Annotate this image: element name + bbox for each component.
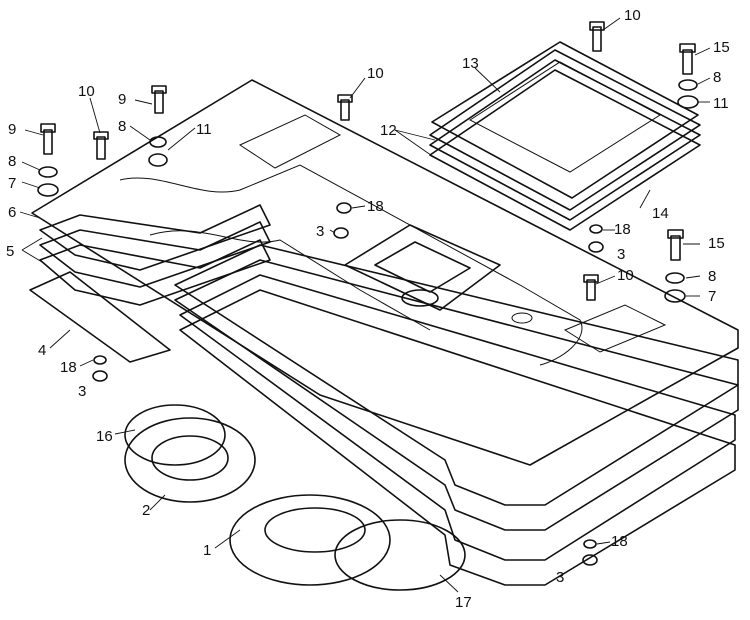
callout-18: 18: [60, 359, 77, 376]
bolt-icon: [93, 131, 109, 160]
bolt-icon: [337, 94, 353, 121]
washer-icon: [678, 79, 698, 91]
washer-icon: [37, 183, 59, 197]
callout-5: 5: [6, 243, 14, 260]
callout-7: 7: [8, 175, 16, 192]
nut-icon: [336, 202, 352, 214]
callout-10: 10: [617, 267, 634, 284]
washer-icon: [148, 153, 168, 167]
nut-icon: [582, 554, 598, 566]
callout-9: 9: [8, 121, 16, 138]
bolt-icon: [667, 229, 684, 261]
callout-8: 8: [713, 69, 721, 86]
bolt-icon: [679, 43, 696, 75]
rings: [124, 404, 466, 591]
callout-16: 16: [96, 428, 113, 445]
callout-8: 8: [8, 153, 16, 170]
callout-1: 1: [203, 542, 211, 559]
leader-lines: [19, 17, 711, 593]
bolt-icon: [40, 123, 56, 155]
nut-icon: [588, 241, 604, 253]
callout-3: 3: [556, 569, 564, 586]
callout-15: 15: [708, 235, 725, 252]
callout-10: 10: [78, 83, 95, 100]
callout-15: 15: [713, 39, 730, 56]
callout-14: 14: [652, 205, 669, 222]
callout-10: 10: [367, 65, 384, 82]
callout-3: 3: [78, 383, 86, 400]
washer-icon: [149, 136, 167, 148]
callout-2: 2: [142, 502, 150, 519]
callout-11: 11: [196, 121, 212, 138]
callout-18: 18: [611, 533, 628, 550]
cover-stack: [429, 41, 701, 231]
hardware: [37, 21, 699, 566]
callout-6: 6: [8, 204, 16, 221]
bolt-icon: [589, 21, 605, 52]
callout-8: 8: [708, 268, 716, 285]
callout-3: 3: [617, 246, 625, 263]
washer-icon: [664, 289, 686, 303]
callout-3: 3: [316, 223, 324, 240]
left-gasket-stack: [29, 204, 271, 363]
washer-icon: [38, 166, 58, 178]
callout-18: 18: [367, 198, 384, 215]
washer-icon: [677, 95, 699, 109]
callout-13: 13: [462, 55, 479, 72]
washer-icon: [665, 272, 685, 284]
callout-10: 10: [624, 7, 641, 24]
washer-icon: [583, 539, 597, 549]
bolt-icon: [151, 85, 167, 114]
callout-labels: 10 15 13 8 11 10 9 10 12 8 11 9 8 7 6 18…: [6, 7, 730, 611]
callout-7: 7: [708, 288, 716, 305]
lower-gasket-stack: [174, 244, 739, 586]
nut-icon: [92, 370, 108, 382]
callout-4: 4: [38, 342, 46, 359]
callout-9: 9: [118, 91, 126, 108]
main-plate: [31, 79, 739, 466]
callout-8: 8: [118, 118, 126, 135]
nut-icon: [333, 227, 349, 239]
callout-11: 11: [713, 95, 729, 112]
callout-17: 17: [455, 594, 472, 611]
bolt-icon: [583, 274, 599, 301]
washer-icon: [93, 355, 107, 365]
callout-18: 18: [614, 221, 631, 238]
washer-icon: [589, 224, 603, 234]
callout-12: 12: [380, 122, 397, 139]
